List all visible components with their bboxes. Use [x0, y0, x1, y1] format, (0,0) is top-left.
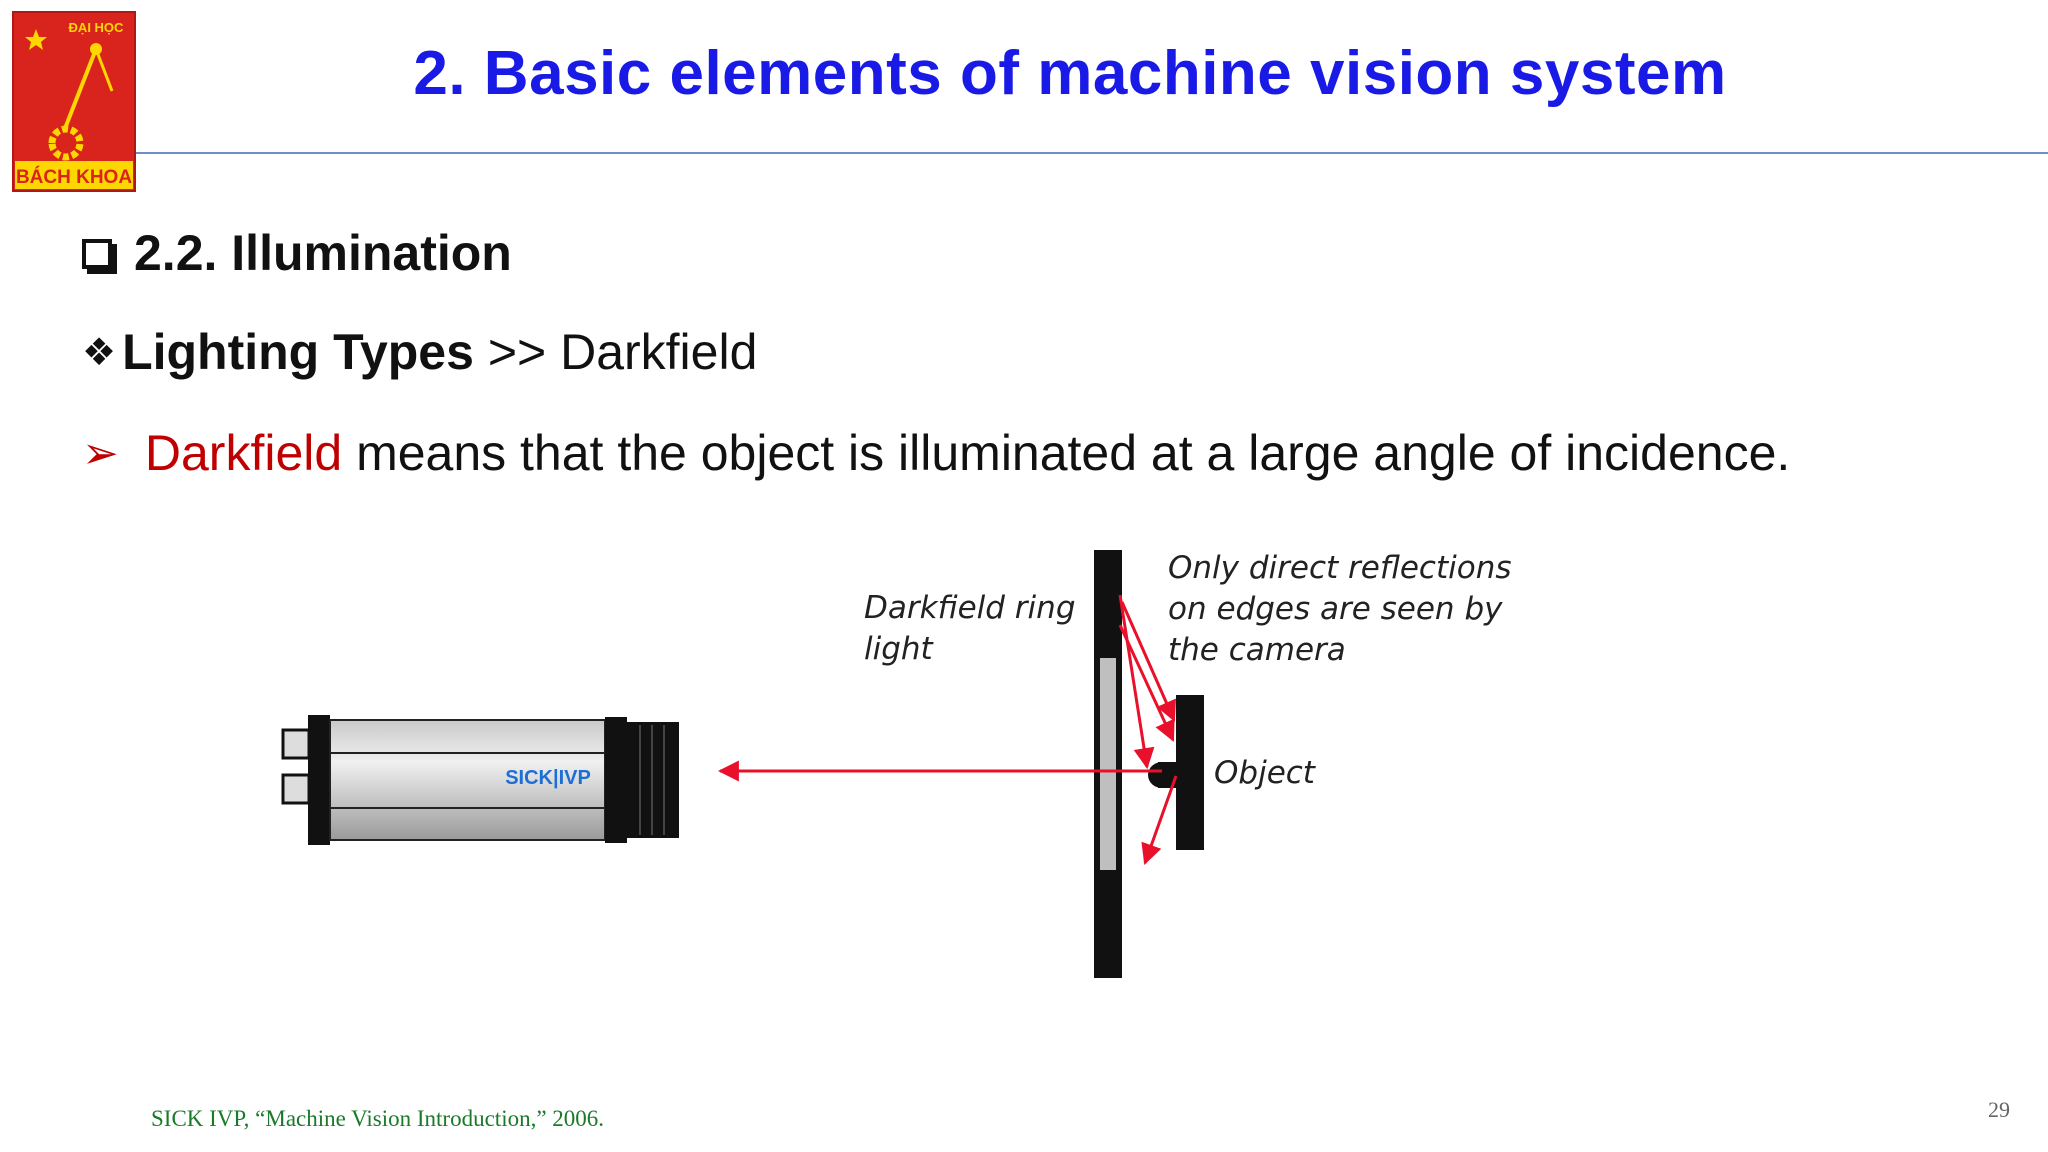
bullet-point: ➢ Darkfield means that the object is ill… — [82, 424, 1790, 482]
reflection-label-line: Only direct reflections — [1168, 550, 1512, 586]
darkfield-ring-light — [1094, 550, 1122, 978]
darkfield-diagram: SICK|IVP Darkfield ring light Only direc… — [270, 540, 1570, 980]
reflection-label-line: the camera — [1168, 632, 1346, 668]
section-heading: 2.2. Illumination — [82, 224, 512, 282]
scattered-ray — [1141, 775, 1178, 865]
logo-bottom-text: BÁCH KHOA — [16, 166, 132, 188]
incident-ray — [1118, 594, 1155, 770]
camera-connector — [281, 773, 311, 805]
star-icon — [25, 29, 47, 50]
camera: SICK|IVP — [281, 715, 679, 845]
university-logo: ĐẠI HỌC BÁCH KHOA — [12, 11, 136, 192]
ring-light-label-line: Darkfield ring — [864, 590, 1076, 626]
light-rays — [717, 594, 1178, 865]
subheading-rest: >> Darkfield — [473, 324, 758, 380]
citation: SICK IVP, “Machine Vision Introduction,”… — [151, 1106, 605, 1131]
object-label: Object — [1214, 755, 1315, 791]
ring-light-label: Darkfield ring light — [864, 588, 1076, 670]
camera-brand: SICK|IVP — [505, 767, 591, 789]
slide-title: 2. Basic elements of machine vision syst… — [413, 39, 1727, 108]
incident-ray — [1120, 601, 1176, 722]
title-divider — [136, 152, 2048, 154]
arrow-bullet-icon: ➢ — [82, 428, 119, 478]
diamond-bullet-icon: ❖ — [82, 331, 117, 374]
bullet-highlight: Darkfield — [144, 425, 343, 481]
checkbox-bullet-icon — [82, 239, 112, 269]
logo-top-text: ĐẠI HỌC — [69, 20, 125, 35]
reflection-label-line: on edges are seen by — [1168, 591, 1503, 627]
object — [1148, 695, 1204, 850]
camera-connector — [281, 728, 311, 760]
incident-ray — [1118, 624, 1175, 742]
bullet-text: means that the object is illuminated at … — [342, 425, 1791, 481]
reflection-label: Only direct reflections on edges are see… — [1168, 548, 1512, 671]
page-number: 29 — [1988, 1097, 2010, 1122]
subheading: ❖ Lighting Types >> Darkfield — [82, 323, 757, 381]
subheading-bold: Lighting Types — [122, 324, 474, 380]
section-heading-text: 2.2. Illumination — [134, 225, 512, 281]
ring-light-label-line: light — [864, 631, 933, 667]
